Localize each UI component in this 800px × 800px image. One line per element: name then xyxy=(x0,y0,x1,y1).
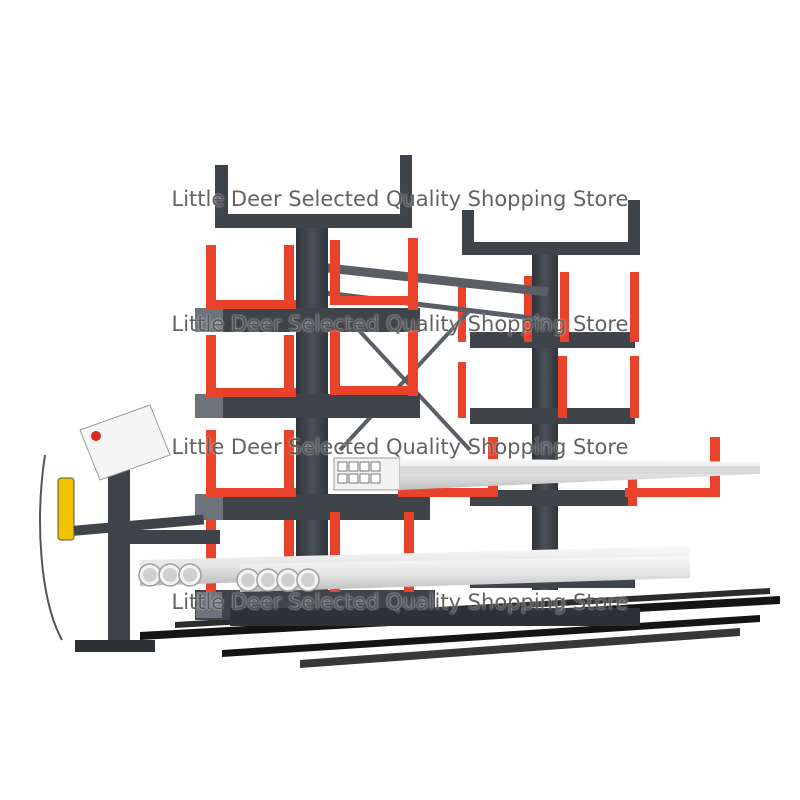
control-pedestal xyxy=(39,404,220,652)
cross-bracing xyxy=(299,260,549,452)
rear-upright xyxy=(458,200,640,590)
front-upright xyxy=(195,155,640,626)
square-profiles xyxy=(333,457,760,491)
pipes-bottom xyxy=(138,546,690,592)
